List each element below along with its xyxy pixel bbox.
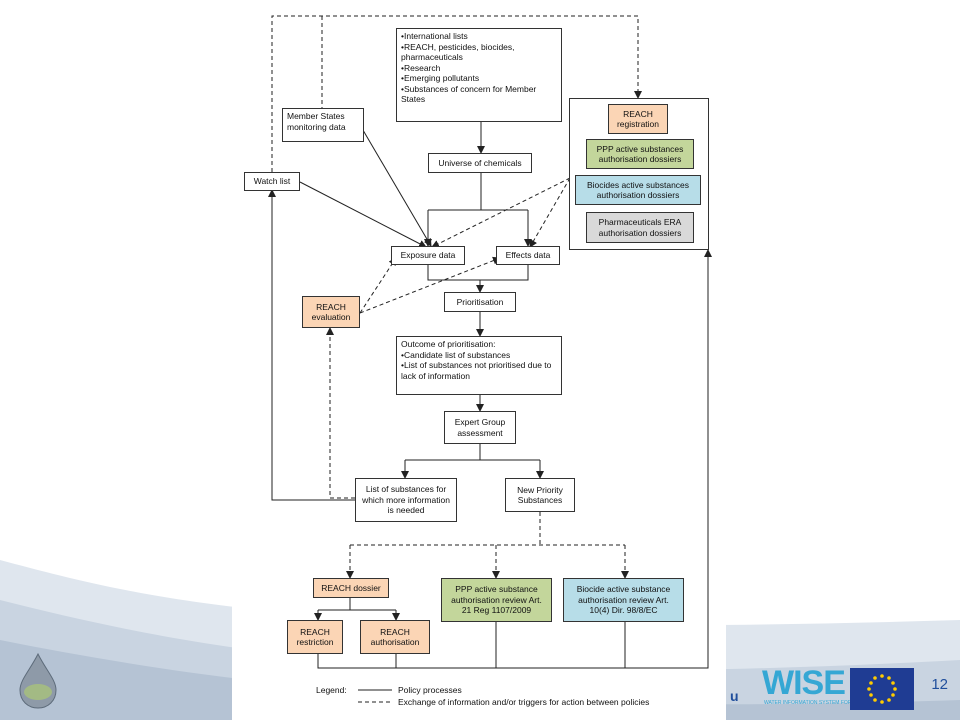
prioritisation-box: Prioritisation: [444, 292, 516, 312]
outcome-title: Outcome of prioritisation:: [401, 339, 496, 349]
outcome-item: •Candidate list of substances: [401, 349, 511, 360]
more-info-box: List of substances for which more inform…: [355, 478, 457, 522]
member-states-box: Member States monitoring data: [282, 108, 364, 142]
pharma-dossiers-box: Pharmaceuticals ERA authorisation dossie…: [586, 212, 694, 243]
ppp-review-box: PPP active substance authorisation revie…: [441, 578, 552, 622]
expert-group-box: Expert Group assessment: [444, 411, 516, 444]
sources-box: •International lists •REACH, pesticides,…: [396, 28, 562, 122]
source-item: •Research: [401, 62, 441, 73]
outcome-item: •List of substances not prioritised due …: [401, 360, 552, 381]
wise-logo: WISE: [762, 664, 846, 702]
reach-registration-box: REACH registration: [608, 104, 668, 134]
new-priority-box: New Priority Substances: [505, 478, 575, 512]
legend-label: Legend:: [316, 685, 347, 695]
reach-restriction-box: REACH restriction: [287, 620, 343, 654]
ppp-dossiers-box: PPP active substances authorisation doss…: [586, 139, 694, 169]
reach-evaluation-box: REACH evaluation: [302, 296, 360, 328]
legend-solid-text: Policy processes: [398, 685, 462, 695]
water-drop-logo: [19, 652, 57, 709]
outcome-box: Outcome of prioritisation: •Candidate li…: [396, 336, 562, 395]
partial-url-text: u: [730, 688, 739, 704]
reach-dossier-box: REACH dossier: [313, 578, 389, 598]
eu-flag-icon: [850, 668, 914, 710]
source-item: •REACH, pesticides, biocides, pharmaceut…: [401, 41, 515, 63]
legend-dashed-text: Exchange of information and/or triggers …: [398, 697, 650, 707]
page-number: 12: [931, 676, 948, 693]
watch-list-box: Watch list: [244, 172, 300, 191]
source-item: •Substances of concern for Member States: [401, 83, 537, 105]
biocides-dossiers-box: Biocides active substances authorisation…: [575, 175, 701, 205]
exposure-data-box: Exposure data: [391, 246, 465, 265]
universe-box: Universe of chemicals: [428, 153, 532, 173]
source-item: •International lists: [401, 31, 468, 41]
reach-authorisation-box: REACH authorisation: [360, 620, 430, 654]
wise-subtitle: WATER INFORMATION SYSTEM FOR EUROPE: [764, 700, 874, 706]
source-item: •Emerging pollutants: [401, 73, 480, 83]
biocide-review-box: Biocide active substance authorisation r…: [563, 578, 684, 622]
effects-data-box: Effects data: [496, 246, 560, 265]
